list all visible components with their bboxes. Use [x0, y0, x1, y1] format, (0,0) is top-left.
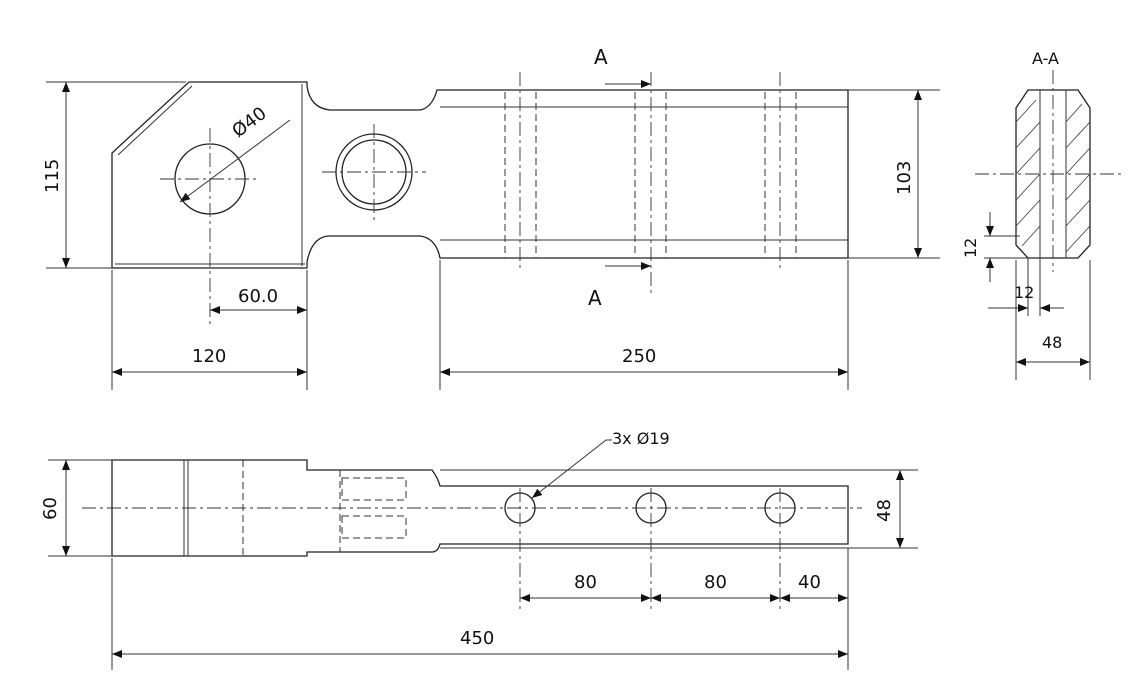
top-view: A A 115 Ø40 60.0 120	[42, 45, 940, 390]
dim-dia40-text: Ø40	[228, 103, 270, 142]
dim-103: 103	[848, 89, 940, 259]
dim-250-text: 250	[622, 346, 656, 367]
dim-pitch: 80 80 40	[520, 548, 849, 612]
section-view: A-A 12	[961, 49, 1125, 380]
hidden-bores	[504, 72, 797, 296]
section-cut-marker: A A	[588, 45, 651, 310]
side-view: 3x Ø19 60 48 80 80 40	[40, 429, 918, 670]
dim-450-text: 450	[460, 628, 494, 649]
dim-side-48-text: 48	[874, 499, 895, 522]
section-hatching	[1015, 99, 1091, 253]
dim-side-60: 60	[40, 459, 112, 557]
dim-60-text: 60.0	[238, 286, 278, 307]
dim-60: 60.0	[210, 286, 307, 314]
side-hidden-slot	[341, 477, 407, 539]
section-view-title: A-A	[1032, 49, 1059, 68]
dim-120: 120	[111, 270, 308, 390]
dim-pitch-80b-text: 80	[704, 572, 727, 593]
dim-side-60-text: 60	[40, 497, 61, 520]
section-label-top: A	[594, 45, 608, 69]
top-view-outline	[111, 81, 849, 269]
chamfer-edge	[117, 85, 193, 156]
dim-section-12v-text: 12	[961, 238, 980, 258]
dim-section-12v: 12	[961, 212, 1028, 282]
dim-section-12h-text: 12	[1014, 283, 1034, 302]
dim-section-48-text: 48	[1042, 333, 1062, 352]
section-label-bottom: A	[588, 286, 602, 310]
dim-end-40-text: 40	[798, 572, 821, 593]
holes-callout-text: 3x Ø19	[612, 429, 670, 448]
dim-section-12h: 12	[988, 258, 1064, 316]
dim-dia40: Ø40	[179, 103, 291, 203]
dim-115-text: 115	[42, 159, 63, 193]
dim-103-text: 103	[894, 161, 915, 195]
dim-115: 115	[42, 81, 186, 269]
dim-450: 450	[111, 558, 849, 670]
dim-250: 250	[439, 260, 849, 390]
dim-120-text: 120	[192, 346, 226, 367]
holes-callout: 3x Ø19	[531, 429, 670, 499]
dim-pitch-80a-text: 80	[574, 572, 597, 593]
dim-side-48: 48	[848, 469, 918, 549]
dim-section-48: 48	[1015, 260, 1091, 380]
side-view-outline	[111, 459, 849, 557]
section-outline	[1015, 89, 1091, 259]
